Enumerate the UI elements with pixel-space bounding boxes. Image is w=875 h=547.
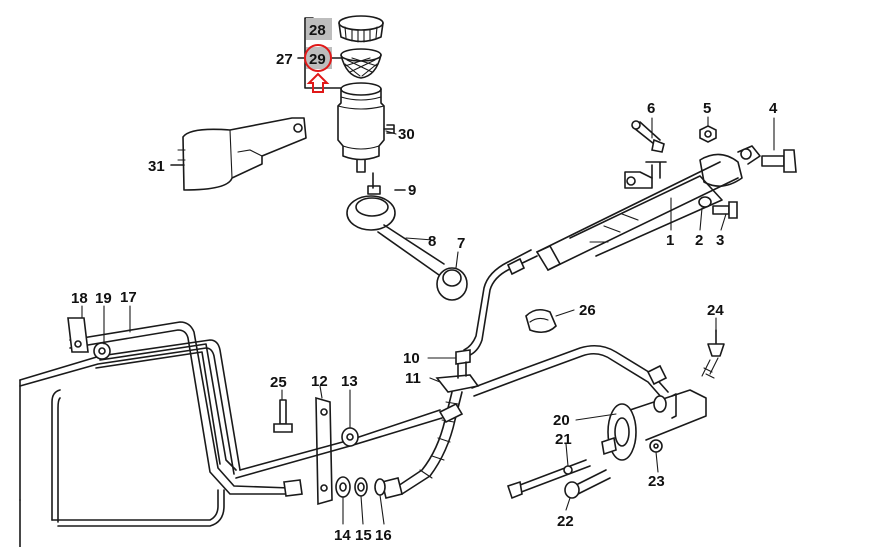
- part-29-highlight-circle: [304, 44, 332, 72]
- label-29[interactable]: 29: [309, 51, 326, 68]
- bracket-31[interactable]: [177, 117, 307, 191]
- label-3[interactable]: 3: [716, 232, 724, 249]
- label-20[interactable]: 20: [553, 412, 570, 429]
- label-9[interactable]: 9: [408, 182, 416, 199]
- fitting-end[interactable]: [283, 479, 303, 497]
- label-31[interactable]: 31: [148, 158, 165, 175]
- clutch-master-cylinder[interactable]: [535, 145, 761, 272]
- part-28-highlight: [306, 18, 332, 40]
- bleed-screw-24[interactable]: [701, 329, 725, 379]
- pressure-line[interactable]: [463, 249, 538, 357]
- bolt-4[interactable]: [761, 149, 797, 173]
- grommet-19[interactable]: [93, 342, 111, 360]
- label-26[interactable]: 26: [579, 302, 596, 319]
- frame-pipe-17[interactable]: [19, 321, 443, 547]
- label-17[interactable]: 17: [120, 289, 137, 306]
- label-25[interactable]: 25: [270, 374, 287, 391]
- bolt-25[interactable]: [273, 399, 293, 433]
- washer-23[interactable]: [649, 439, 663, 453]
- bracket-12[interactable]: [315, 396, 333, 506]
- bolt-3[interactable]: [712, 201, 738, 219]
- label-14[interactable]: 14: [334, 527, 351, 544]
- leader-lines: [81, 116, 775, 525]
- washer-15[interactable]: [354, 477, 368, 497]
- label-10[interactable]: 10: [403, 350, 420, 367]
- label-18[interactable]: 18: [71, 290, 88, 307]
- reservoir-strainer[interactable]: [340, 48, 382, 79]
- label-19[interactable]: 19: [95, 290, 112, 307]
- grommet-13[interactable]: [341, 427, 359, 447]
- feed-hose[interactable]: [346, 172, 406, 231]
- reservoir-cap[interactable]: [338, 15, 384, 43]
- label-23[interactable]: 23: [648, 473, 665, 490]
- grommet-26[interactable]: [525, 308, 557, 334]
- label-2[interactable]: 2: [695, 232, 703, 249]
- label-1[interactable]: 1: [666, 232, 674, 249]
- part-29-highlight: [306, 47, 332, 69]
- label-8[interactable]: 8: [428, 233, 436, 250]
- label-7[interactable]: 7: [457, 235, 465, 252]
- flexible-hose[interactable]: [381, 391, 464, 499]
- label-28[interactable]: 28: [309, 22, 326, 39]
- union-16[interactable]: [374, 478, 386, 496]
- washer-2[interactable]: [698, 196, 712, 208]
- label-6[interactable]: 6: [647, 100, 655, 117]
- label-12[interactable]: 12: [311, 373, 328, 390]
- slave-cylinder-pipe[interactable]: [471, 344, 669, 399]
- bleed-fitting-6[interactable]: [631, 120, 665, 153]
- clevis-7[interactable]: [436, 267, 468, 301]
- label-24[interactable]: 24: [707, 302, 724, 319]
- label-22[interactable]: 22: [557, 513, 574, 530]
- label-27[interactable]: 27: [276, 51, 293, 68]
- nut-5[interactable]: [699, 125, 717, 143]
- pushrod-21[interactable]: [506, 436, 617, 500]
- hose-bracket[interactable]: [435, 349, 480, 393]
- highlight-arrow-icon: [306, 72, 330, 93]
- label-15[interactable]: 15: [355, 527, 372, 544]
- bolt-22[interactable]: [564, 469, 611, 499]
- pushrod-8[interactable]: [377, 224, 445, 276]
- washer-14[interactable]: [335, 476, 351, 498]
- reservoir-body[interactable]: [337, 82, 395, 173]
- label-13[interactable]: 13: [341, 373, 358, 390]
- label-4[interactable]: 4: [769, 100, 778, 117]
- clip-18[interactable]: [67, 317, 89, 353]
- label-5[interactable]: 5: [703, 100, 711, 117]
- label-30[interactable]: 30: [398, 126, 415, 143]
- part-labels: 1 2 3 4 5 6 7 8 9 10 11 12 13 14 15 16 1…: [71, 22, 778, 544]
- label-21[interactable]: 21: [555, 431, 572, 448]
- label-11[interactable]: 11: [405, 370, 421, 387]
- label-16[interactable]: 16: [375, 527, 392, 544]
